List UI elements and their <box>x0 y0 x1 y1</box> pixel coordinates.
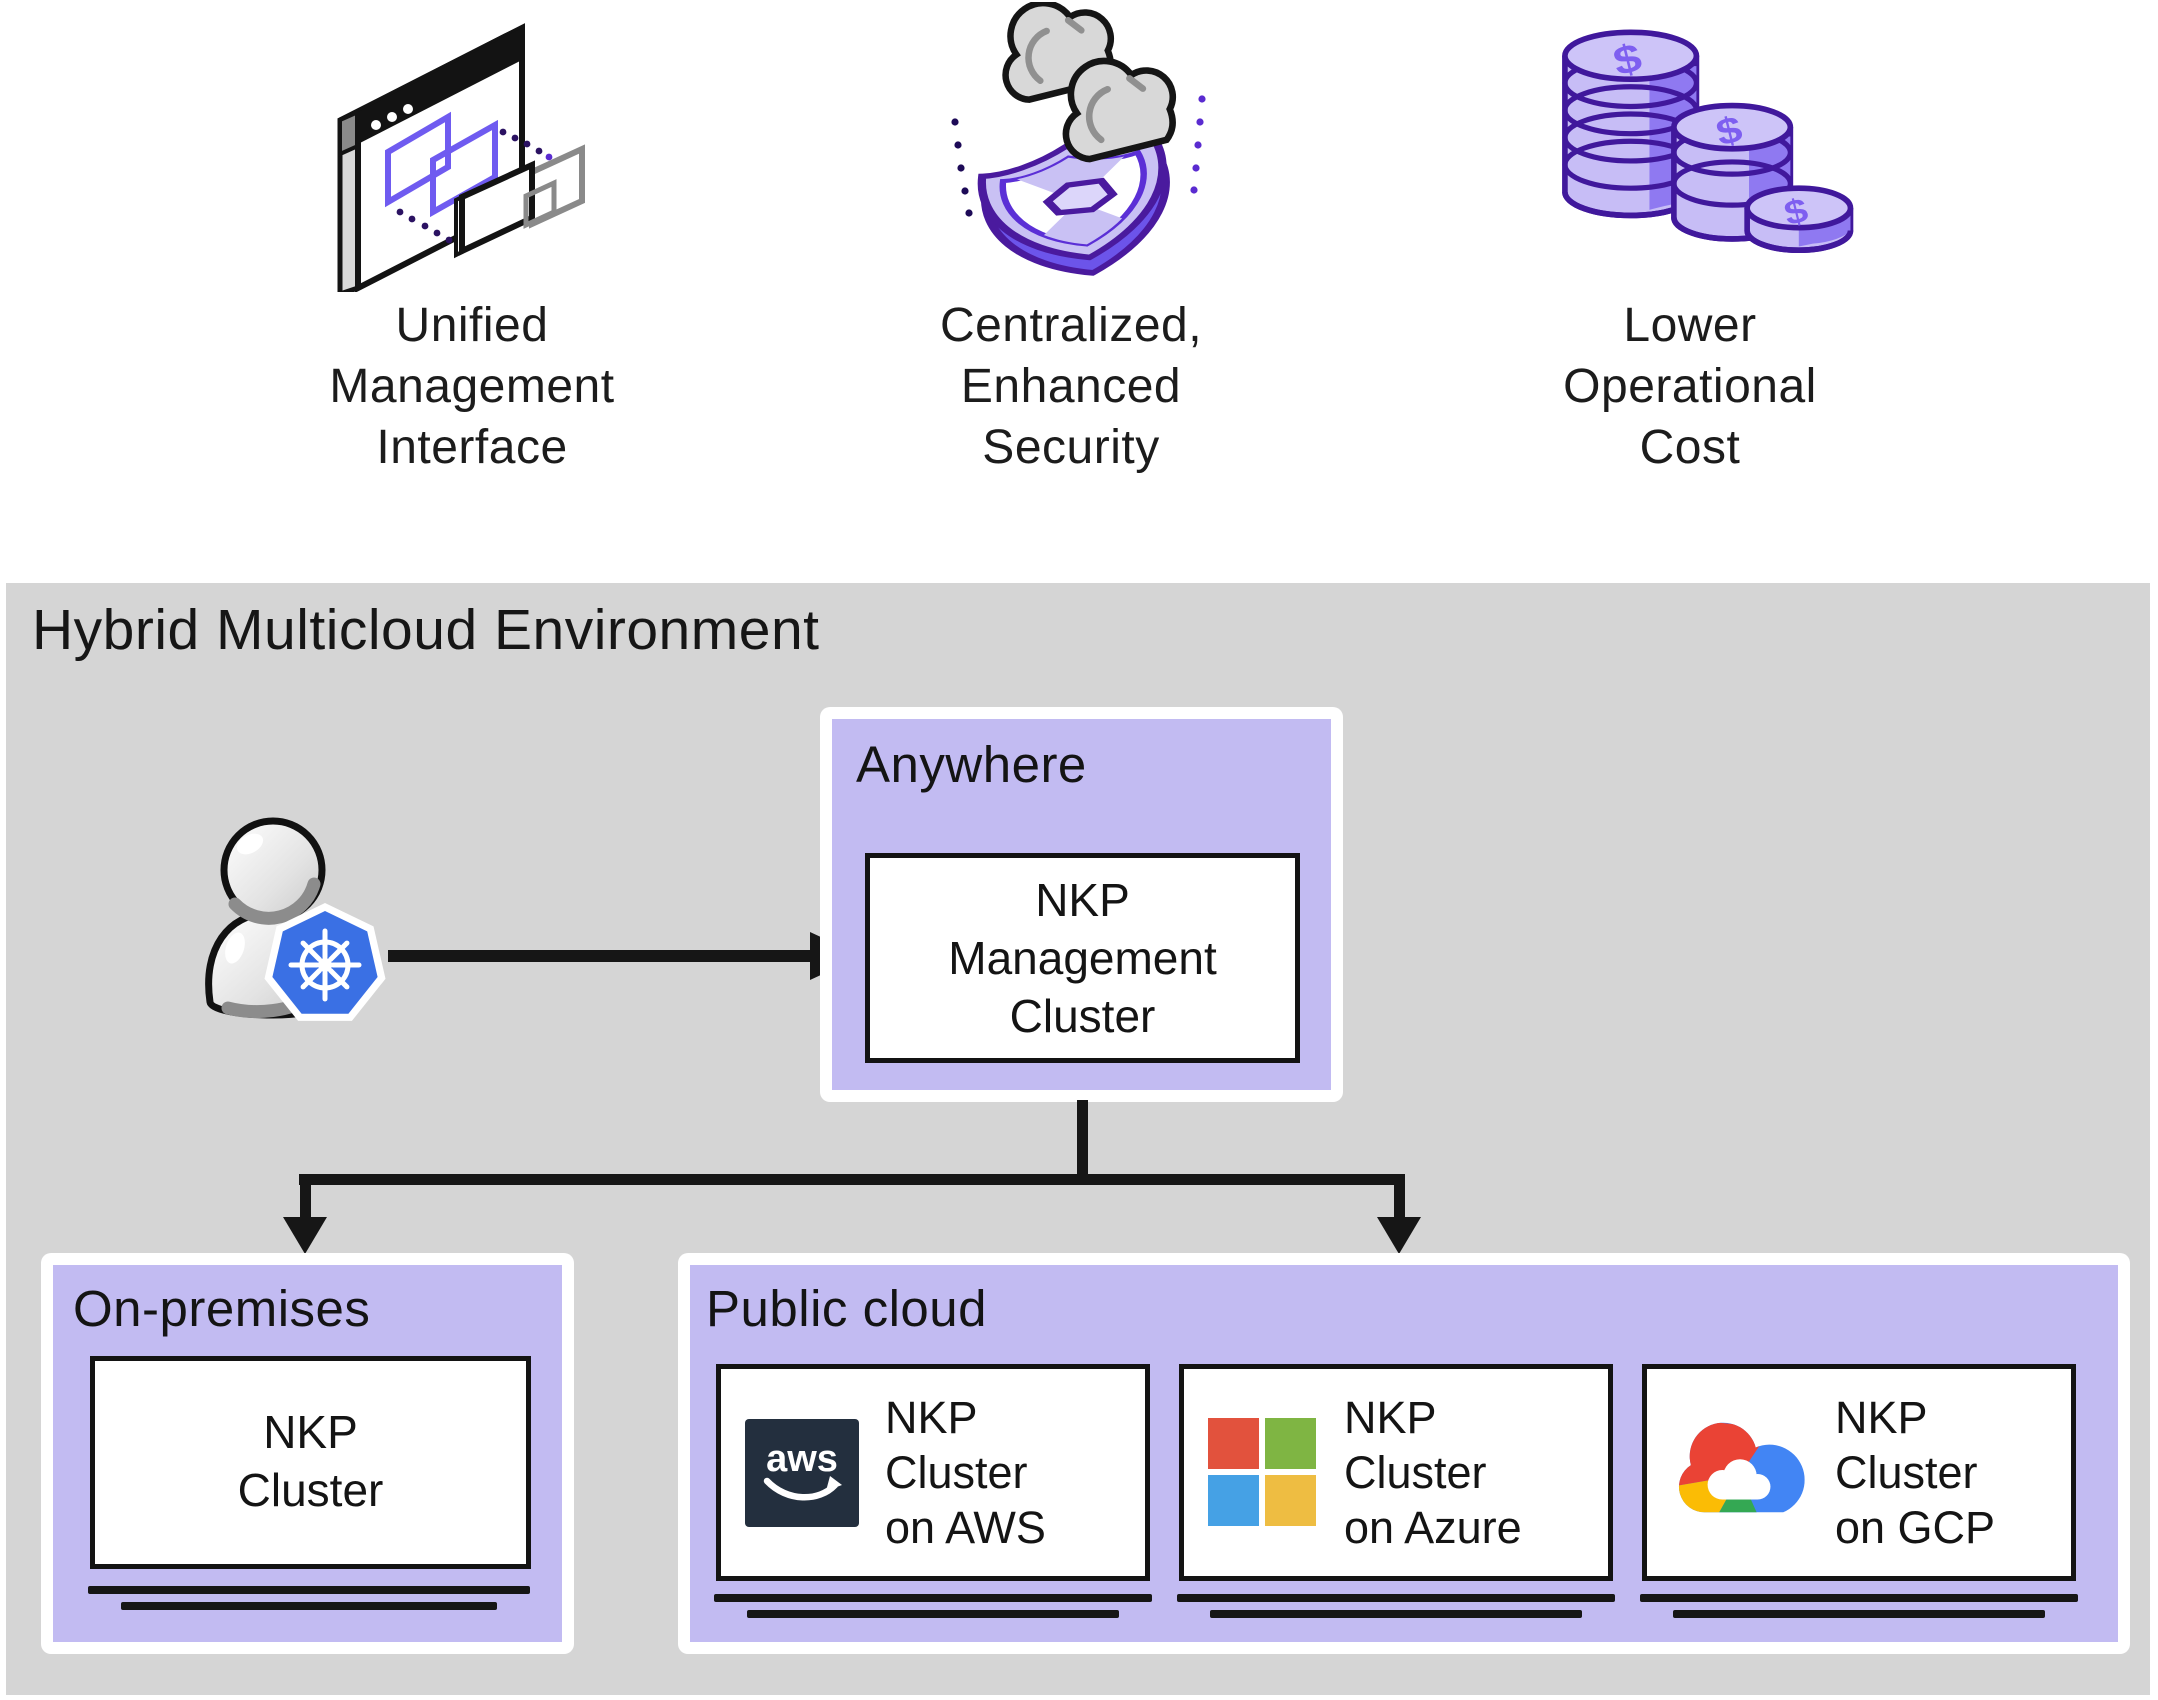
monitor-stand-line <box>1210 1610 1582 1618</box>
arrow-to-on-premises <box>283 1217 327 1254</box>
on-premises-panel: On-premises NKP Cluster <box>41 1253 574 1654</box>
monitor-stand-line <box>714 1594 1152 1602</box>
nkp-cluster-label-on-premises: NKP Cluster <box>237 1406 384 1516</box>
benefit-label-centralized-security: Centralized, Enhanced Security <box>939 299 1203 474</box>
nkp-management-cluster-box: NKP Management Cluster <box>865 853 1300 1063</box>
nkp-cluster-card-gcp: NKP Cluster on GCP <box>1642 1364 2076 1581</box>
google-cloud-logo <box>1678 1422 1805 1512</box>
monitor-stand-line <box>747 1610 1119 1618</box>
arrow-operator-to-anywhere-shaft <box>388 950 812 962</box>
svg-text:aws: aws <box>766 1438 838 1480</box>
anywhere-panel: Anywhere NKP Management Cluster <box>820 707 1343 1102</box>
arrow-to-public-cloud <box>1377 1217 1421 1254</box>
microsoft-logo <box>1208 1417 1316 1526</box>
benefit-label-lower-cost: Lower Operational Cost <box>1563 299 1817 474</box>
environment-title: Hybrid Multicloud Environment <box>32 598 820 662</box>
nkp-cluster-box-on-premises: NKP Cluster <box>90 1356 531 1569</box>
kubernetes-icon <box>264 903 386 1021</box>
monitor-stand-line <box>121 1602 497 1610</box>
coins-stack-icon: $ <box>1562 29 1854 254</box>
connector-horizontal <box>299 1174 1405 1185</box>
monitor-stand-line <box>1177 1594 1615 1602</box>
public-cloud-panel: Public cloud aws NKP Cluster on AWS NKP … <box>678 1253 2130 1654</box>
monitor-stand-line <box>1673 1610 2045 1618</box>
monitor-stand-line <box>88 1586 530 1594</box>
connector-right-branch <box>1394 1182 1405 1220</box>
nkp-cluster-label-gcp: NKP Cluster on GCP <box>1835 1392 1996 1553</box>
nkp-management-cluster-label: NKP Management Cluster <box>948 874 1217 1042</box>
anywhere-title: Anywhere <box>856 736 1087 793</box>
aws-logo: aws <box>745 1418 859 1527</box>
on-premises-title: On-premises <box>73 1280 371 1337</box>
browser-window-icon <box>337 23 585 292</box>
nkp-cluster-label-azure: NKP Cluster on Azure <box>1344 1392 1522 1553</box>
clouds-shield-icon <box>951 2 1206 298</box>
nkp-cluster-label-aws: NKP Cluster on AWS <box>885 1392 1046 1553</box>
connector-left-branch <box>300 1182 311 1220</box>
public-cloud-title: Public cloud <box>706 1280 987 1337</box>
benefit-label-unified-management: Unified Management Interface <box>329 299 615 474</box>
nkp-cluster-card-aws: aws NKP Cluster on AWS <box>716 1364 1150 1581</box>
nkp-cluster-card-azure: NKP Cluster on Azure <box>1179 1364 1613 1581</box>
monitor-stand-line <box>1640 1594 2078 1602</box>
connector-anywhere-down <box>1077 1100 1088 1176</box>
